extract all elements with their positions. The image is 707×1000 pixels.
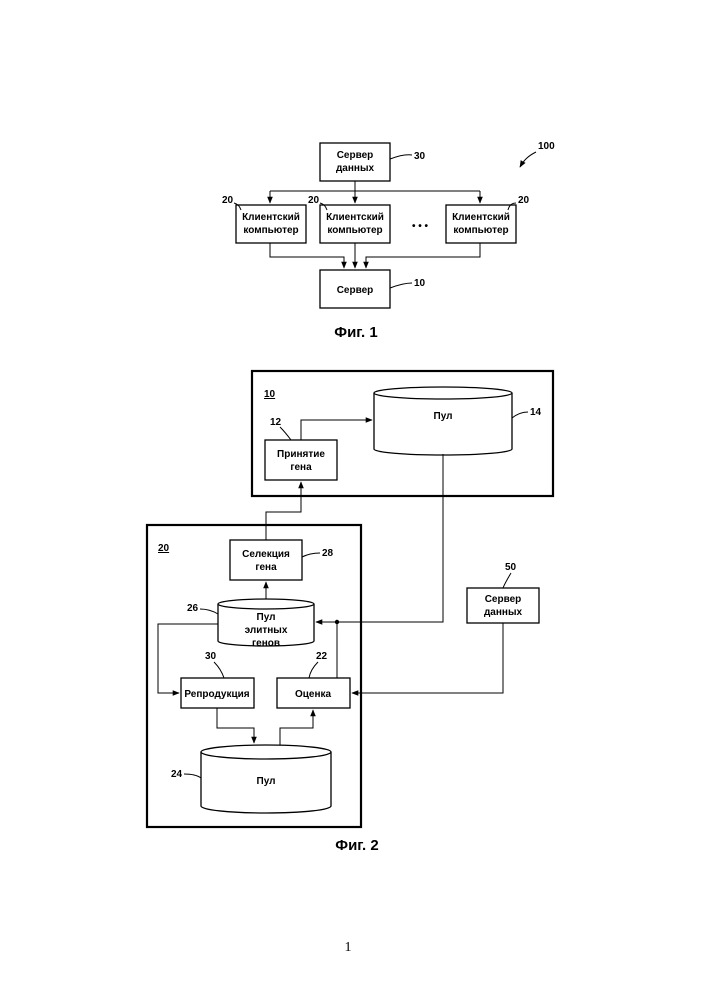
pool-24-top: [201, 745, 331, 759]
elite-pool-line2: элитных: [245, 625, 288, 636]
junction-dot: [335, 620, 339, 624]
page-number: 1: [345, 940, 352, 955]
figure-2-caption: Фиг. 2: [335, 837, 378, 854]
gene-accept-box: [265, 440, 337, 480]
pool-24-ref: 24: [171, 769, 183, 780]
data-server-box: [320, 143, 390, 181]
link-client1-to-server: [270, 243, 344, 268]
link-reproduction-to-pool24: [217, 708, 254, 743]
block-20-ref: 20: [158, 543, 170, 554]
gene-selection-ref: 28: [322, 548, 334, 559]
gene-selection-line1: Селекция: [242, 549, 290, 560]
client-2-line2: компьютер: [327, 225, 382, 236]
data-server-50-leader: [503, 573, 511, 588]
link-dataserver-to-evaluation: [352, 623, 503, 693]
gene-accept-ref: 12: [270, 417, 282, 428]
client-1-ref: 20: [222, 195, 234, 206]
figure-1: 100 Сервер данных 30 Клиентский компьюте…: [222, 141, 555, 341]
data-server-50-line2: данных: [484, 607, 523, 618]
link-pool24-to-evaluation: [280, 710, 313, 745]
client-3-ref: 20: [518, 195, 530, 206]
pool-14-body: [374, 393, 512, 455]
gene-selection-box: [230, 540, 302, 580]
figure-2: 10 Принятие гена 12 Пул 14 20 Селекция г…: [147, 371, 553, 854]
gene-accept-line1: Принятие: [277, 449, 325, 460]
pool-14-label: Пул: [434, 411, 453, 422]
data-server-ref: 30: [414, 151, 426, 162]
client-3-line2: компьютер: [453, 225, 508, 236]
elite-pool-leader: [200, 609, 218, 614]
client-1-line2: компьютер: [243, 225, 298, 236]
server-leader: [390, 283, 412, 288]
pool-24-leader: [184, 774, 201, 778]
client-1-line1: Клиентский: [242, 212, 300, 223]
client-2-ref: 20: [308, 195, 320, 206]
server-label: Сервер: [337, 285, 374, 296]
elite-pool-top: [218, 599, 314, 609]
client-2-line1: Клиентский: [326, 212, 384, 223]
client-box-1: [236, 205, 306, 243]
evaluation-label: Оценка: [295, 689, 332, 700]
system-ref-arrow: [520, 152, 536, 167]
pool-24-label: Пул: [257, 776, 276, 787]
data-server-leader: [390, 155, 412, 159]
link-client3-to-server: [366, 243, 480, 268]
gene-accept-leader: [280, 427, 291, 440]
link-selection-to-accept: [266, 482, 301, 540]
data-server-50-ref: 50: [505, 562, 517, 573]
data-server-50-line1: Сервер: [485, 594, 522, 605]
figure-1-caption: Фиг. 1: [334, 324, 377, 341]
clients-ellipsis: • • •: [412, 221, 429, 232]
system-ref-label: 100: [538, 141, 555, 152]
gene-selection-line2: гена: [255, 562, 277, 573]
elite-pool-line3: генов: [252, 638, 280, 649]
gene-accept-line2: гена: [290, 462, 312, 473]
evaluation-leader: [309, 662, 318, 678]
gene-selection-leader: [302, 553, 320, 557]
reproduction-ref: 30: [205, 651, 217, 662]
link-accept-to-pool14: [301, 420, 372, 440]
client-box-2: [320, 205, 390, 243]
client-box-3: [446, 205, 516, 243]
server-ref: 10: [414, 278, 426, 289]
reproduction-leader: [214, 662, 224, 678]
pool-14-ref: 14: [530, 407, 542, 418]
data-server-label-line2: данных: [336, 163, 375, 174]
block-10-ref: 10: [264, 389, 276, 400]
pool-14-top: [374, 387, 512, 399]
reproduction-label: Репродукция: [184, 689, 249, 700]
elite-pool-line1: Пул: [257, 612, 276, 623]
client-3-line1: Клиентский: [452, 212, 510, 223]
pool-14-leader: [512, 412, 528, 418]
elite-pool-ref: 26: [187, 603, 199, 614]
evaluation-ref: 22: [316, 651, 328, 662]
data-server-label-line1: Сервер: [337, 150, 374, 161]
